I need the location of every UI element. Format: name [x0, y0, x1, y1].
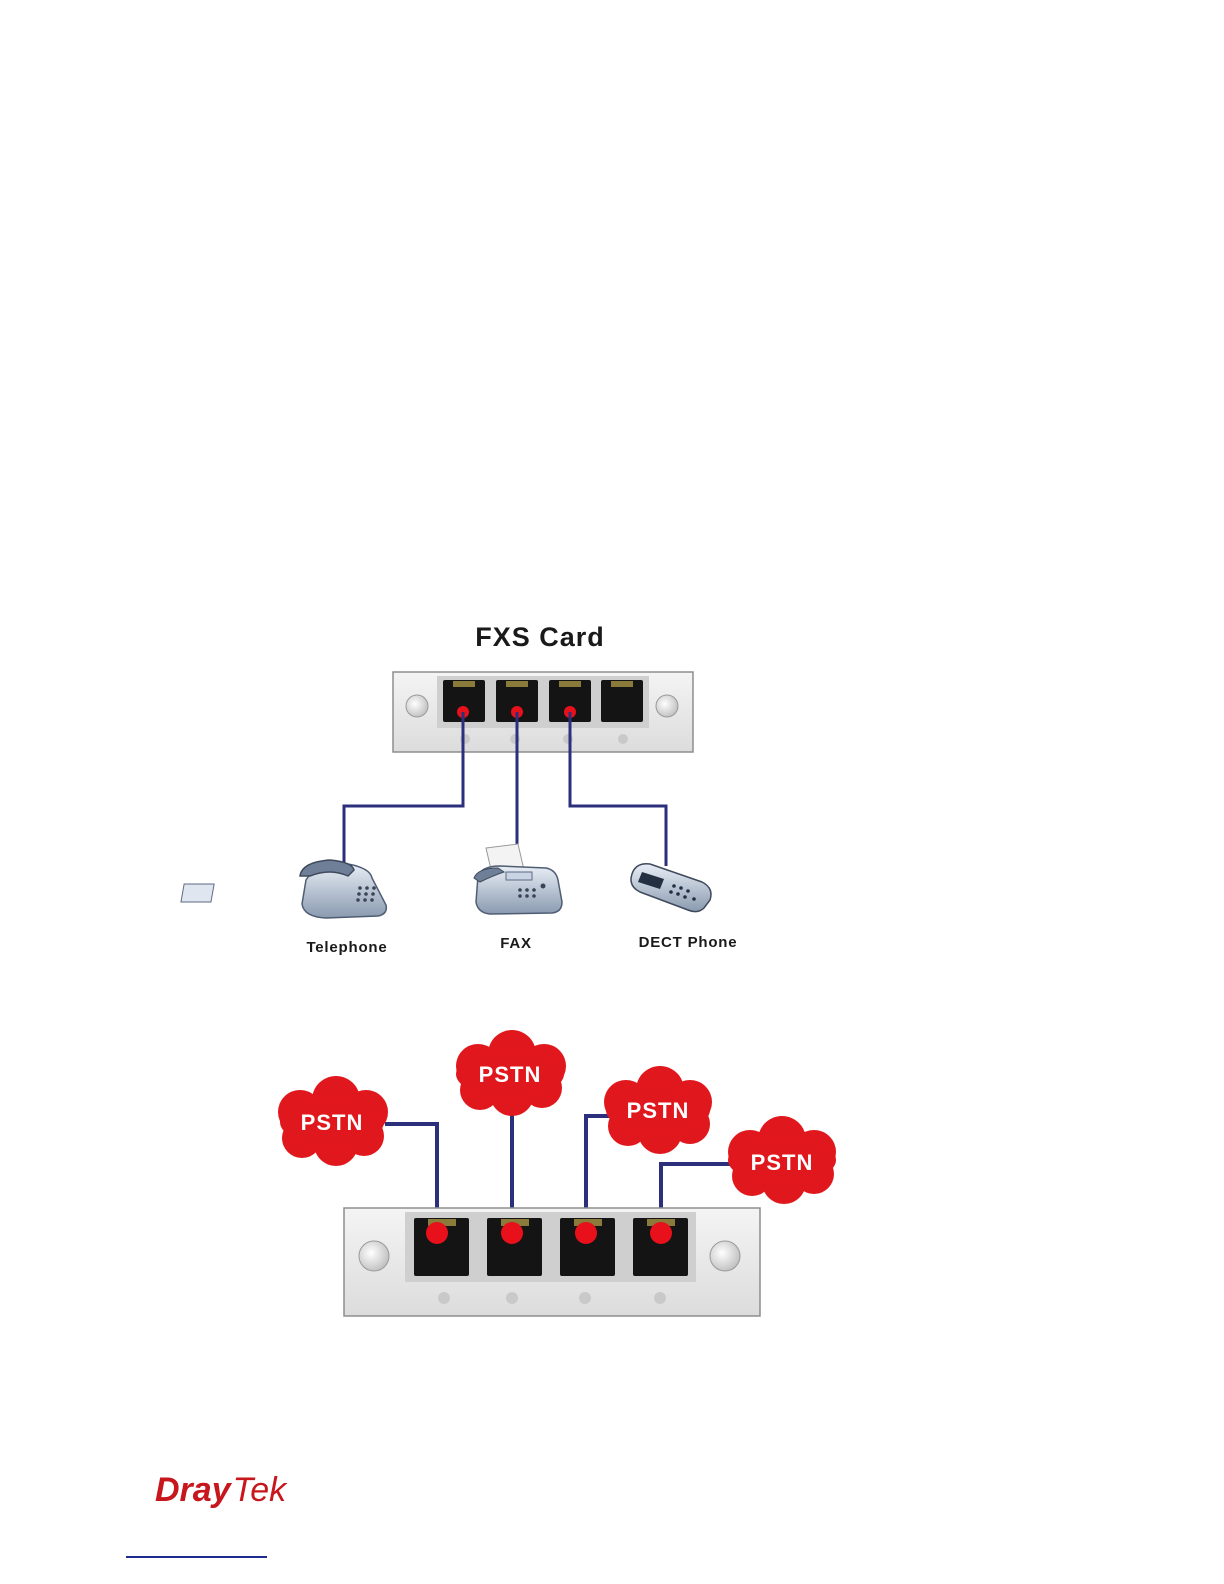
logo-tek: Tek: [233, 1471, 289, 1509]
screw-icon: [406, 695, 428, 717]
pstn-label: PSTN: [479, 1062, 542, 1087]
pstn-label: PSTN: [751, 1150, 814, 1175]
screw-icon: [656, 695, 678, 717]
telephone-icon: [181, 860, 386, 918]
screw-icon: [710, 1241, 740, 1271]
dect-phone-icon: [631, 864, 711, 912]
device-label-dect: DECT Phone: [639, 934, 738, 951]
pstn-cloud-2: PSTN: [456, 1030, 566, 1116]
svg-text:DrayTek: DrayTek: [155, 1471, 288, 1509]
pstn-cloud-3: PSTN: [604, 1066, 712, 1154]
fxs-card-plate: [393, 672, 693, 752]
fax-icon: [474, 844, 562, 914]
device-label-fax: FAX: [500, 935, 532, 952]
logo-dray: Dray: [155, 1471, 233, 1509]
pstn-label: PSTN: [627, 1098, 690, 1123]
fxo-card-plate: [344, 1208, 760, 1316]
device-label-telephone: Telephone: [306, 939, 387, 956]
footer-rule: [126, 1556, 267, 1558]
screw-icon: [359, 1241, 389, 1271]
pstn-cloud-1: PSTN: [278, 1076, 388, 1166]
fxs-card-title: FXS Card: [475, 622, 605, 652]
pstn-cloud-4: PSTN: [728, 1116, 836, 1204]
draytek-logo: DrayTek: [155, 1471, 288, 1509]
pstn-label: PSTN: [301, 1110, 364, 1135]
